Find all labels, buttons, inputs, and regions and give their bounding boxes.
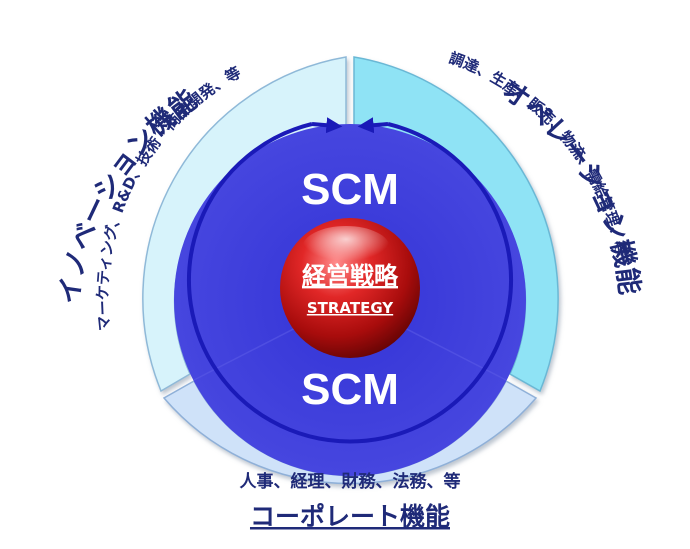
scm-bottom-label: SCM xyxy=(301,365,399,414)
right-arrow-icon xyxy=(357,117,389,134)
corporate-title: コーポレート機能 xyxy=(250,502,450,531)
strategy-title: 経営戦略 xyxy=(302,262,399,290)
scm-top-label: SCM xyxy=(301,165,399,214)
left-arrow-icon xyxy=(311,117,343,134)
cycle-ring xyxy=(187,122,513,444)
strategy-subtitle: STRATEGY xyxy=(307,299,394,317)
sphere-highlight xyxy=(302,226,390,270)
corporate-items: 人事、経理、財務、法務、等 xyxy=(240,471,461,492)
